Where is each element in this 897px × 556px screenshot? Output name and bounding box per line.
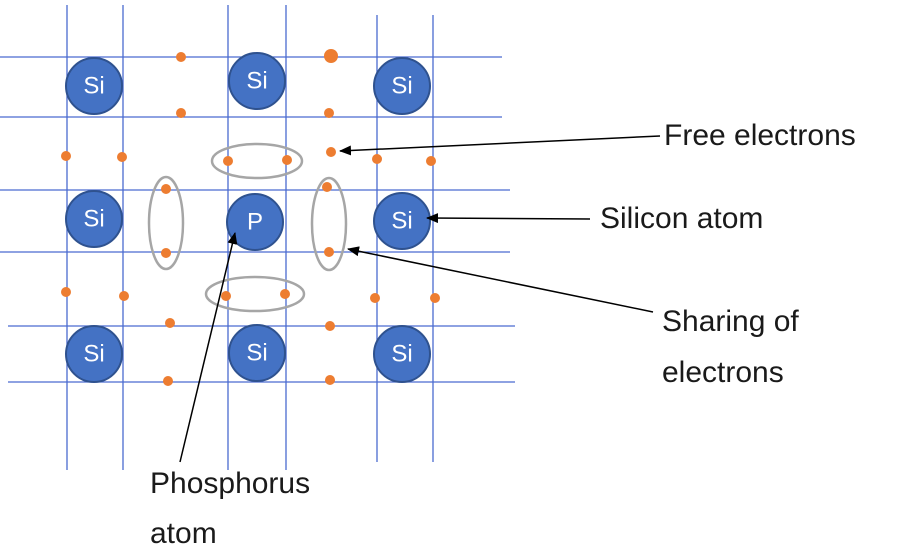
callout-labels: Free electrons Silicon atom Sharing of e… xyxy=(150,119,856,550)
shared-electron-bonds xyxy=(147,142,348,313)
atom-row-1: Si Si Si xyxy=(65,52,431,115)
atom-label: Si xyxy=(246,340,267,367)
phosphorus-atom: P xyxy=(226,193,284,251)
atom-label: Si xyxy=(83,341,104,368)
atom-row-2: Si P Si xyxy=(65,190,431,251)
electron xyxy=(61,151,71,161)
electron xyxy=(176,108,186,118)
atom-label: Si xyxy=(83,206,104,233)
atom-label: Si xyxy=(391,73,412,100)
electron xyxy=(325,375,335,385)
electron xyxy=(221,291,231,301)
electron xyxy=(176,52,186,62)
silicon-atom: Si xyxy=(65,57,123,115)
electron xyxy=(282,155,292,165)
electron xyxy=(161,184,171,194)
silicon-atom: Si xyxy=(373,57,431,115)
silicon-atom: Si xyxy=(228,324,286,382)
electron xyxy=(165,318,175,328)
electron xyxy=(322,182,332,192)
electron xyxy=(223,156,233,166)
electron xyxy=(324,108,334,118)
bond-ellipse-left xyxy=(147,175,185,271)
free-electron xyxy=(326,147,336,157)
electron xyxy=(163,376,173,386)
electron xyxy=(372,154,382,164)
phosphorus-atom-label-line1: Phosphorus xyxy=(150,467,310,500)
free-electrons-label: Free electrons xyxy=(664,119,856,152)
free-electrons-arrow xyxy=(339,135,661,156)
electron xyxy=(426,156,436,166)
electron xyxy=(61,287,71,297)
electron xyxy=(324,49,338,63)
electron xyxy=(117,152,127,162)
atom-row-3: Si Si Si xyxy=(65,324,431,383)
phosphorus-atom-label-line2: atom xyxy=(150,517,217,550)
electron xyxy=(119,291,129,301)
silicon-atom-label: Silicon atom xyxy=(600,202,763,235)
electron xyxy=(161,248,171,258)
electron xyxy=(325,321,335,331)
bond-ellipse-bottom xyxy=(204,275,306,313)
phosphorus-atom-arrow xyxy=(179,232,238,463)
bond-ellipse-top xyxy=(210,142,304,180)
atom-label: Si xyxy=(391,208,412,235)
silicon-atom: Si xyxy=(65,325,123,383)
atom-label: Si xyxy=(246,68,267,95)
atom-label: Si xyxy=(391,341,412,368)
electron xyxy=(430,293,440,303)
silicon-atom-arrow xyxy=(426,213,591,224)
electron xyxy=(324,247,334,257)
silicon-atom: Si xyxy=(373,192,431,250)
atom-label: Si xyxy=(83,73,104,100)
callout-arrows xyxy=(179,135,661,463)
electrons xyxy=(61,49,440,386)
sharing-electrons-label-line2: electrons xyxy=(662,356,784,389)
electron xyxy=(370,293,380,303)
sharing-electrons-label-line1: Sharing of xyxy=(662,305,799,338)
silicon-atom: Si xyxy=(65,190,123,248)
silicon-atom: Si xyxy=(228,52,286,110)
silicon-atom: Si xyxy=(373,325,431,383)
bond-ellipse-right xyxy=(310,176,348,272)
electron xyxy=(280,289,290,299)
atom-label: P xyxy=(247,209,263,236)
sharing-electrons-arrow xyxy=(347,246,654,313)
